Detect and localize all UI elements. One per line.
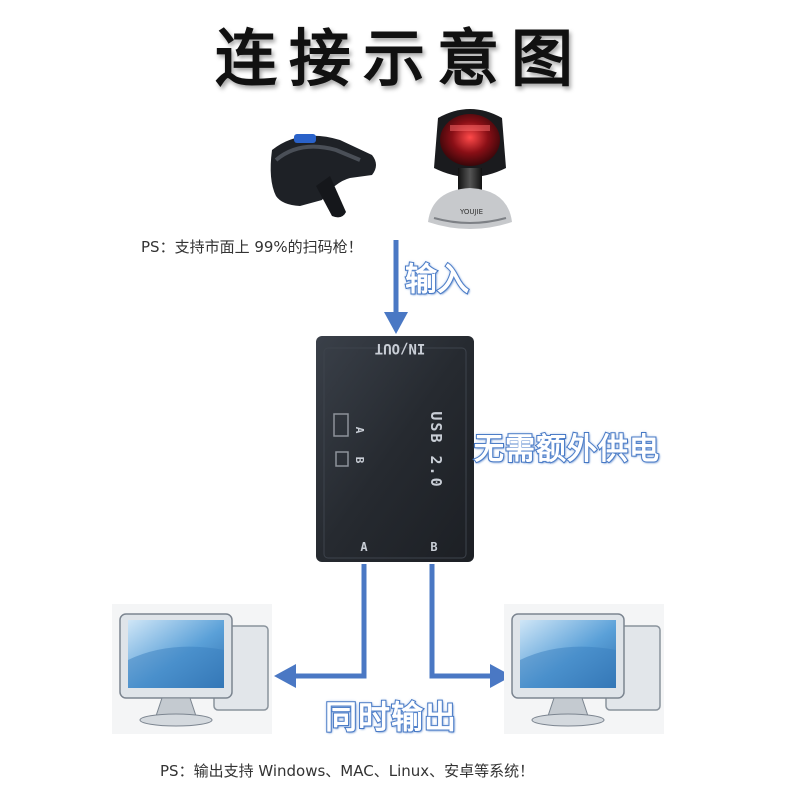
no-power-label: 无需额外供电 xyxy=(473,431,660,468)
omnidirectional-scanner-icon: YOUJIE xyxy=(428,109,512,229)
page-title: 连接示意图 xyxy=(214,22,585,95)
output-arrow-right xyxy=(429,564,512,688)
input-label: 输入 xyxy=(404,259,470,299)
output-label: 同时输出 xyxy=(324,697,458,737)
port-in-label: IN/OUT xyxy=(375,340,426,356)
svg-text:YOUJIE: YOUJIE xyxy=(459,208,483,216)
handheld-scanner-icon xyxy=(270,134,376,218)
port-a-label: A xyxy=(360,540,368,554)
switch-b-label: B xyxy=(353,457,366,464)
switch-a-label: A xyxy=(353,427,366,434)
input-arrow xyxy=(384,240,408,334)
usb-version-label: USB 2.0 xyxy=(427,411,445,488)
scanner-support-note: PS：支持市面上 99%的扫码枪！ xyxy=(141,238,363,256)
port-b-label: B xyxy=(430,540,437,554)
computer-left-icon xyxy=(112,604,272,734)
computer-right-icon xyxy=(504,604,664,734)
os-support-note: PS：输出支持 Windows、MAC、Linux、安卓等系统！ xyxy=(160,762,535,780)
output-arrow-left xyxy=(274,564,367,688)
usb-switch-device: IN/OUT USB 2.0 A B A B xyxy=(316,336,474,562)
